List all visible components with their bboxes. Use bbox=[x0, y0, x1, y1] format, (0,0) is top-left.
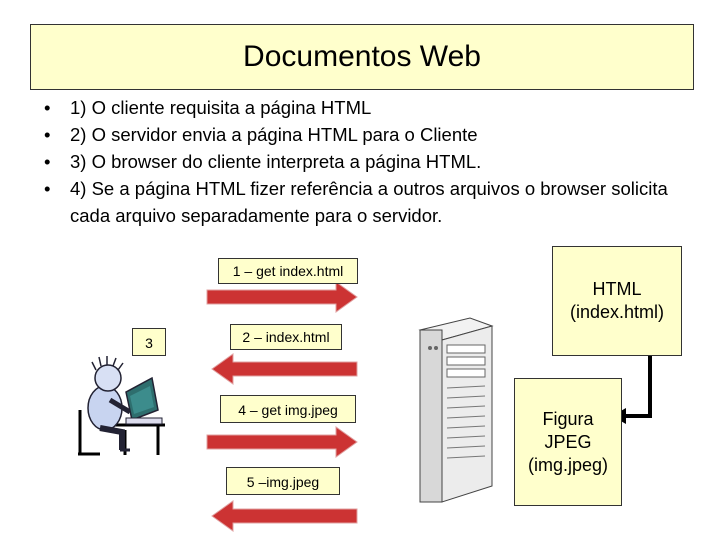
arrow-response-jpeg bbox=[211, 500, 358, 532]
step5-text: 5 –img.jpeg bbox=[246, 474, 320, 490]
page-title: Documentos Web bbox=[243, 40, 481, 73]
reference-connector bbox=[624, 355, 652, 418]
html-doc-line1: HTML bbox=[592, 279, 642, 299]
step2-label: 2 – index.html bbox=[230, 324, 342, 350]
arrow-request-html bbox=[206, 281, 358, 313]
step3-label: 3 bbox=[132, 328, 166, 356]
step3-text: 3 bbox=[145, 335, 153, 351]
jpeg-doc-line1: Figura bbox=[542, 408, 594, 429]
step4-text: 4 – get img.jpeg bbox=[238, 402, 338, 418]
title-box: Documentos Web bbox=[30, 24, 694, 90]
step5-label: 5 –img.jpeg bbox=[226, 467, 340, 495]
step4-label: 4 – get img.jpeg bbox=[220, 395, 356, 423]
bullet-item: 3) O browser do cliente interpreta a pág… bbox=[44, 148, 704, 175]
step1-label: 1 – get index.html bbox=[218, 258, 358, 284]
jpeg-document-box: Figura JPEG (img.jpeg) bbox=[514, 378, 622, 506]
client-user-icon bbox=[78, 356, 165, 456]
bullet-item: 4) Se a página HTML fizer referência a o… bbox=[44, 175, 704, 229]
html-doc-line2: (index.html) bbox=[569, 302, 665, 322]
bullet-item: 1) O cliente requisita a página HTML bbox=[44, 94, 704, 121]
jpeg-doc-line2: JPEG bbox=[544, 431, 592, 452]
arrow-request-jpeg bbox=[206, 426, 358, 458]
server-tower-icon bbox=[418, 317, 494, 503]
jpeg-doc-line3: (img.jpeg) bbox=[527, 454, 609, 475]
bullet-list: 1) O cliente requisita a página HTML 2) … bbox=[44, 94, 704, 229]
bullet-item: 2) O servidor envia a página HTML para o… bbox=[44, 121, 704, 148]
step1-text: 1 – get index.html bbox=[232, 263, 344, 279]
step2-text: 2 – index.html bbox=[242, 329, 330, 345]
arrow-response-html bbox=[211, 353, 358, 385]
html-document-box: HTML (index.html) bbox=[552, 246, 682, 356]
